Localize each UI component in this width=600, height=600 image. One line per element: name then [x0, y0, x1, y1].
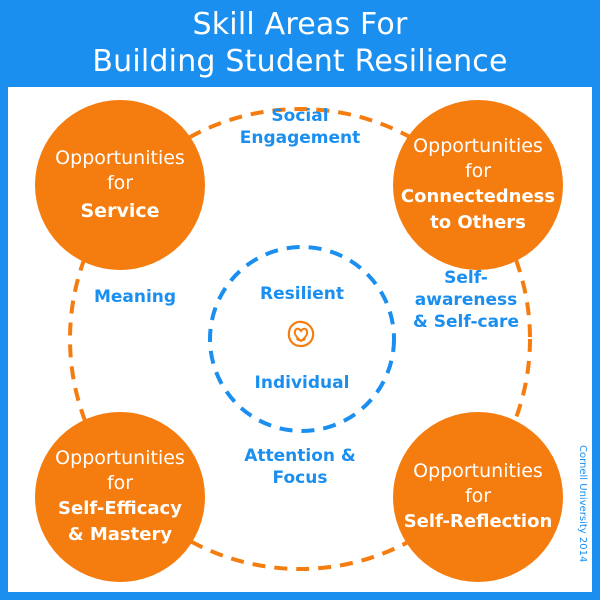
center-label-resilient: Resilient — [260, 284, 344, 304]
circle-focus: Self-Reflection — [403, 511, 553, 532]
label-line: & Self-care — [413, 312, 519, 332]
circle-prefix-for: for — [464, 160, 492, 182]
circle-prefix-for: for — [106, 472, 134, 494]
circle-prefix: Opportunities — [413, 135, 543, 157]
inner-dashed-ring — [208, 245, 396, 433]
label-line: Focus — [272, 468, 328, 488]
circle-focus: Connectedness — [400, 186, 556, 207]
credit-text: Cornell University 2014 — [577, 445, 588, 563]
circle-focus: Service — [80, 200, 160, 222]
circle-prefix: Opportunities — [55, 447, 185, 469]
center-label-individual: Individual — [254, 373, 350, 393]
diagram-panel: Opportunities for Service Opportunities … — [8, 87, 592, 592]
circle-prefix: Opportunities — [55, 147, 185, 169]
circle-focus: Self-Efficacy — [58, 498, 182, 519]
heart-swirl-icon — [286, 319, 316, 349]
circle-focus-2: & Mastery — [67, 524, 173, 545]
label-meaning: Meaning — [80, 286, 190, 308]
circle-prefix: Opportunities — [413, 460, 543, 482]
label-line: Social — [271, 106, 329, 126]
outer-dashed-ring — [68, 107, 532, 571]
label-attention-focus: Attention & Focus — [220, 445, 380, 489]
label-line: Engagement — [239, 128, 361, 148]
label-self-awareness: Self- awareness & Self-care — [400, 267, 532, 333]
circle-connectedness: Opportunities for Connectedness to Other… — [393, 100, 563, 270]
label-social-engagement: Social Engagement — [220, 105, 380, 149]
circle-prefix-for: for — [464, 485, 492, 507]
circle-prefix-for: for — [106, 172, 134, 194]
circle-self-reflection: Opportunities for Self-Reflection — [393, 412, 563, 582]
label-line: Attention & — [244, 446, 356, 466]
circle-self-efficacy: Opportunities for Self-Efficacy & Master… — [35, 412, 205, 582]
circle-focus-2: to Others — [430, 212, 526, 233]
circle-service: Opportunities for Service — [35, 100, 205, 270]
label-line: Meaning — [93, 287, 177, 307]
connector-rings — [68, 107, 532, 571]
title-line-2: Building Student Resilience — [92, 44, 508, 79]
page-title: Skill Areas For Building Student Resilie… — [0, 6, 600, 80]
label-line: awareness — [414, 290, 518, 310]
label-line: Self- — [444, 268, 488, 288]
title-line-1: Skill Areas For — [192, 7, 408, 42]
